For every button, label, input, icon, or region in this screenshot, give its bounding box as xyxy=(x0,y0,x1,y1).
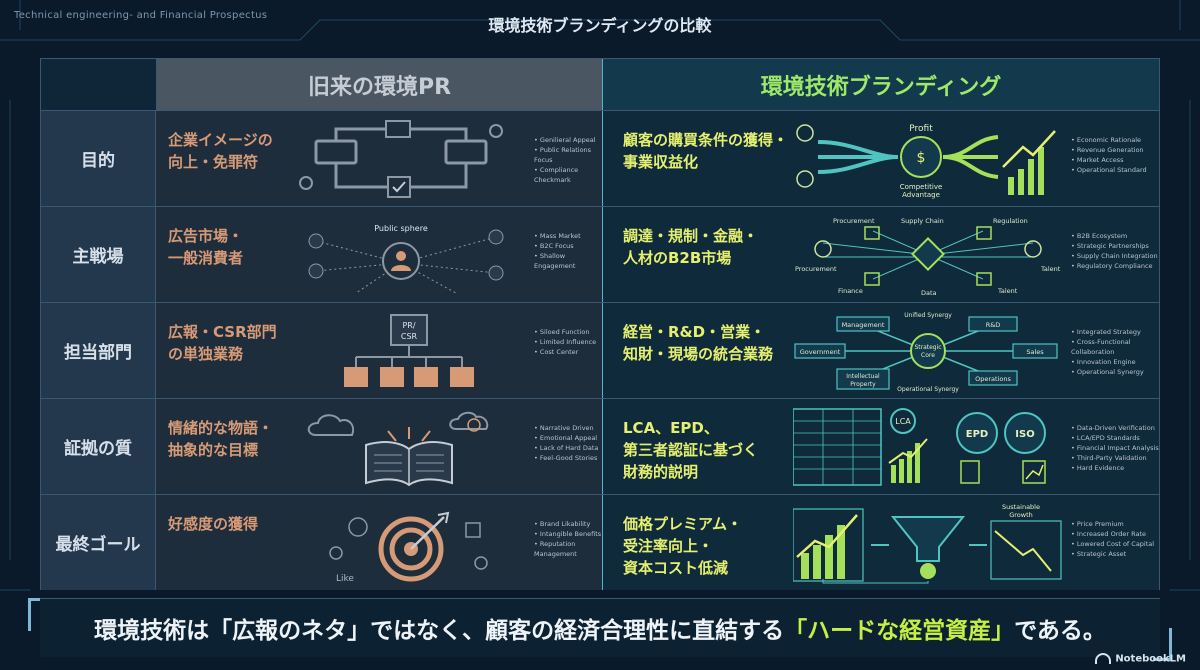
integrated-core-illustration: Strategic Core Management Unified Synerg… xyxy=(794,312,1058,393)
svg-text:Procurement: Procurement xyxy=(833,217,875,225)
growth-funnel-illustration: Sustainable Growth xyxy=(793,503,1062,584)
table-row: 最終ゴール 好感度の獲得 Like Brand Likability Intan… xyxy=(41,494,1159,590)
bracket-right-decoration xyxy=(1153,628,1172,661)
table-row: 証拠の質 情緒的な物語・ 抽象的な目標 Narrative Driven Emo… xyxy=(41,398,1159,494)
old-pr-notes: Narrative Driven Emotional Appeal Lack o… xyxy=(534,423,604,463)
svg-text:Operations: Operations xyxy=(975,375,1011,383)
header-blank-cell xyxy=(41,59,156,110)
row-label: 目的 xyxy=(41,111,156,206)
old-pr-text: 広報・CSR部門 の単独業務 xyxy=(168,323,277,363)
row-label: 担当部門 xyxy=(41,303,156,398)
svg-text:R&D: R&D xyxy=(986,321,1001,329)
table-row: 担当部門 広報・CSR部門 の単独業務 PR/ CSR Siloed Funct… xyxy=(41,302,1159,398)
svg-text:EPD: EPD xyxy=(966,429,988,440)
svg-text:Data: Data xyxy=(921,289,937,297)
tech-branding-notes: Economic Rationale Revenue Generation Ma… xyxy=(1071,135,1161,175)
svg-text:$: $ xyxy=(917,150,926,166)
old-pr-notes: Genilieral Appeal Public Relations Focus… xyxy=(534,135,604,185)
svg-text:Sales: Sales xyxy=(1026,348,1044,356)
brand-watermark: NotebookLM xyxy=(1095,652,1186,664)
svg-text:Advantage: Advantage xyxy=(902,191,940,199)
svg-text:Regulation: Regulation xyxy=(993,217,1028,225)
tech-branding-text: 価格プレミアム・ 受注率向上・ 資本コスト低減 xyxy=(623,515,742,577)
table-row: 主戦場 広告市場・ 一般消費者 Public sphere Mass Marke… xyxy=(41,206,1159,302)
svg-text:CSR: CSR xyxy=(401,332,418,341)
conclusion-text-part2: である。 xyxy=(1014,618,1106,644)
svg-text:Finance: Finance xyxy=(838,287,863,295)
svg-text:Talent: Talent xyxy=(997,287,1018,295)
row-label: 主戦場 xyxy=(41,207,156,302)
tech-branding-cell: 価格プレミアム・ 受注率向上・ 資本コスト低減 Sustainable Grow… xyxy=(602,495,1159,590)
old-pr-notes: Brand Likability Intangible Benefits Rep… xyxy=(534,519,604,559)
old-pr-notes: Siloed Function Limited Influence Cost C… xyxy=(534,327,604,357)
old-pr-notes: Mass Market B2C Focus Shallow Engagement xyxy=(534,231,604,271)
svg-text:Procurement: Procurement xyxy=(795,265,837,273)
tech-branding-cell: 顧客の購買条件の獲得・ 事業収益化 $ Profit Competitive A… xyxy=(602,111,1159,206)
column-header-old-pr: 旧来の環境PR xyxy=(156,59,602,110)
svg-text:PR/: PR/ xyxy=(402,321,415,330)
svg-text:Operational Synergy: Operational Synergy xyxy=(897,386,959,393)
svg-text:ISO: ISO xyxy=(1015,429,1034,440)
profit-illustration: $ Profit Competitive Advantage xyxy=(796,124,1056,199)
conclusion-highlight: 「ハードな経営資産」 xyxy=(784,618,1015,644)
like-label: Like xyxy=(336,574,354,584)
old-pr-cell: 広告市場・ 一般消費者 Public sphere Mass Market B2… xyxy=(156,207,602,302)
storybook-illustration xyxy=(307,411,489,487)
svg-text:Management: Management xyxy=(842,321,885,329)
svg-text:Government: Government xyxy=(800,348,841,356)
tech-branding-notes: Integrated Strategy Cross-Functional Col… xyxy=(1071,327,1161,377)
svg-text:LCA: LCA xyxy=(895,417,911,426)
conclusion-banner: 環境技術は「広報のネタ」ではなく、顧客の経済合理性に直結する「ハードな経営資産」… xyxy=(40,598,1160,657)
row-label: 証拠の質 xyxy=(41,399,156,494)
svg-text:Competitive: Competitive xyxy=(900,183,943,191)
target-illustration: Like xyxy=(329,511,488,584)
cycle-illustration xyxy=(299,120,503,198)
bracket-left-decoration xyxy=(28,598,47,631)
tech-branding-notes: Price Premium Increased Order Rate Lower… xyxy=(1071,519,1161,559)
comparison-table: 旧来の環境PR 環境技術ブランディング 目的 企業イメージの 向上・免罪符 Ge… xyxy=(40,58,1160,590)
public-sphere-label: Public sphere xyxy=(374,224,428,233)
public-sphere-illustration: Public sphere xyxy=(308,224,504,294)
page-title: 環境技術ブランディングの比較 xyxy=(488,16,712,35)
svg-text:Talent: Talent xyxy=(1040,265,1061,273)
svg-text:Sustainable: Sustainable xyxy=(1002,503,1040,511)
old-pr-cell: 広報・CSR部門 の単独業務 PR/ CSR Siloed Function L… xyxy=(156,303,602,398)
svg-text:Strategic: Strategic xyxy=(914,344,941,351)
tech-branding-text: 調達・規制・金融・ 人材のB2B市場 xyxy=(623,227,759,267)
tech-branding-text: 顧客の購買条件の獲得・ 事業収益化 xyxy=(623,131,789,171)
notebooklm-icon xyxy=(1095,652,1112,664)
old-pr-cell: 情緒的な物語・ 抽象的な目標 Narrative Driven Emotiona… xyxy=(156,399,602,494)
column-header-tech-branding: 環境技術ブランディング xyxy=(602,59,1159,110)
tech-branding-notes: Data-Driven Verification LCA/EPD Standar… xyxy=(1071,423,1161,473)
old-pr-cell: 好感度の獲得 Like Brand Likability Intangible … xyxy=(156,495,602,590)
certification-illustration: LCA EPD ISO xyxy=(793,408,1046,486)
tech-branding-cell: LCA、EPD、 第三者認証に基づく 財務的説明 LCA EPD ISO Dat… xyxy=(602,399,1159,494)
old-pr-text: 好感度の獲得 xyxy=(168,515,259,533)
conclusion-text-part1: 環境技術は「広報のネタ」ではなく、顧客の経済合理性に直結する xyxy=(94,618,785,644)
old-pr-text: 広告市場・ 一般消費者 xyxy=(168,227,244,267)
profit-label: Profit xyxy=(909,124,933,134)
old-pr-text: 企業イメージの 向上・免罪符 xyxy=(168,131,273,171)
svg-text:Supply Chain: Supply Chain xyxy=(901,217,944,225)
brand-label: NotebookLM xyxy=(1115,653,1186,664)
svg-text:Intellectual: Intellectual xyxy=(846,373,880,380)
svg-text:Unified Synergy: Unified Synergy xyxy=(904,312,952,319)
old-pr-cell: 企業イメージの 向上・免罪符 Genilieral Appeal Public … xyxy=(156,111,602,206)
tech-branding-cell: 経営・R&D・営業・ 知財・現場の統合業務 Strategic Core Man… xyxy=(602,303,1159,398)
table-row: 目的 企業イメージの 向上・免罪符 Genilieral Appeal Publ… xyxy=(41,110,1159,206)
svg-text:Growth: Growth xyxy=(1009,511,1033,519)
tech-branding-text: 経営・R&D・営業・ 知財・現場の統合業務 xyxy=(623,323,774,363)
tech-branding-cell: 調達・規制・金融・ 人材のB2B市場 Procurement Supply Ch… xyxy=(602,207,1159,302)
svg-text:Property: Property xyxy=(850,381,876,388)
row-label: 最終ゴール xyxy=(41,495,156,590)
b2b-network-illustration: Procurement Supply Chain Regulation Proc… xyxy=(795,217,1061,297)
tech-branding-text: LCA、EPD、 第三者認証に基づく 財務的説明 xyxy=(623,419,759,481)
prospectus-caption: Technical engineering- and Financial Pro… xyxy=(14,10,268,21)
old-pr-text: 情緒的な物語・ 抽象的な目標 xyxy=(168,419,274,459)
tech-branding-notes: B2B Ecosystem Strategic Partnerships Sup… xyxy=(1071,231,1161,271)
svg-text:Core: Core xyxy=(921,352,935,359)
org-chart-illustration: PR/ CSR xyxy=(344,314,474,387)
